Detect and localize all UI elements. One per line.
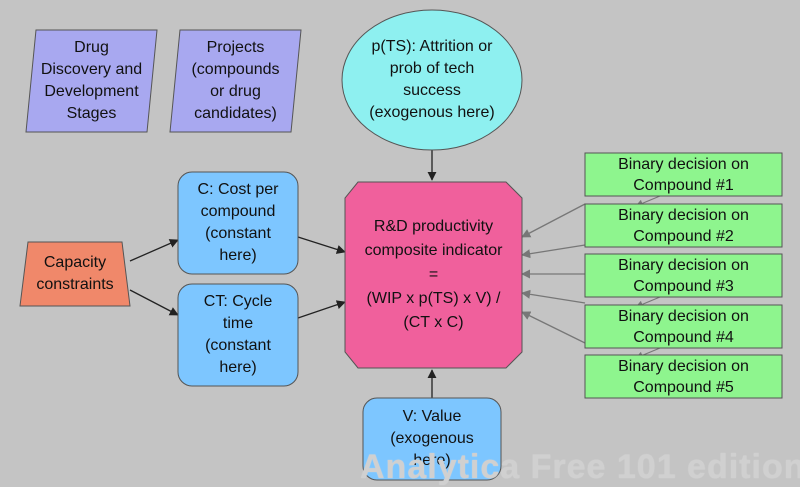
node-value-shape[interactable] <box>362 397 502 481</box>
node-cycletime-shape[interactable] <box>177 283 299 387</box>
node-decision-2-shape[interactable] <box>584 203 783 248</box>
node-indicator-shape[interactable] <box>344 181 523 369</box>
node-cost-shape[interactable] <box>177 171 299 275</box>
arrow-capacity-to-cycletime <box>129 289 179 316</box>
arrow-decision2-to-indicator <box>521 244 586 259</box>
node-capacity-shape[interactable] <box>19 241 131 307</box>
watermark-text: Analytica Free 101 edition <box>360 448 800 486</box>
arrow-cost-to-indicator <box>297 236 346 254</box>
arrow-decision1-to-indicator <box>521 203 586 238</box>
node-drug-stages-shape[interactable] <box>25 29 158 133</box>
node-projects-shape[interactable] <box>169 29 302 133</box>
arrow-decision4-to-indicator <box>521 289 586 304</box>
node-pts-shape[interactable] <box>341 9 523 151</box>
node-decision-1-shape[interactable] <box>584 152 783 197</box>
node-decision-3-shape[interactable] <box>584 253 783 298</box>
arrow-capacity-to-cost <box>129 239 179 262</box>
arrow-decision5-to-indicator <box>521 311 586 344</box>
arrow-cycletime-to-indicator <box>297 300 346 319</box>
node-decision-4-shape[interactable] <box>584 304 783 349</box>
node-decision-5-shape[interactable] <box>584 354 783 399</box>
